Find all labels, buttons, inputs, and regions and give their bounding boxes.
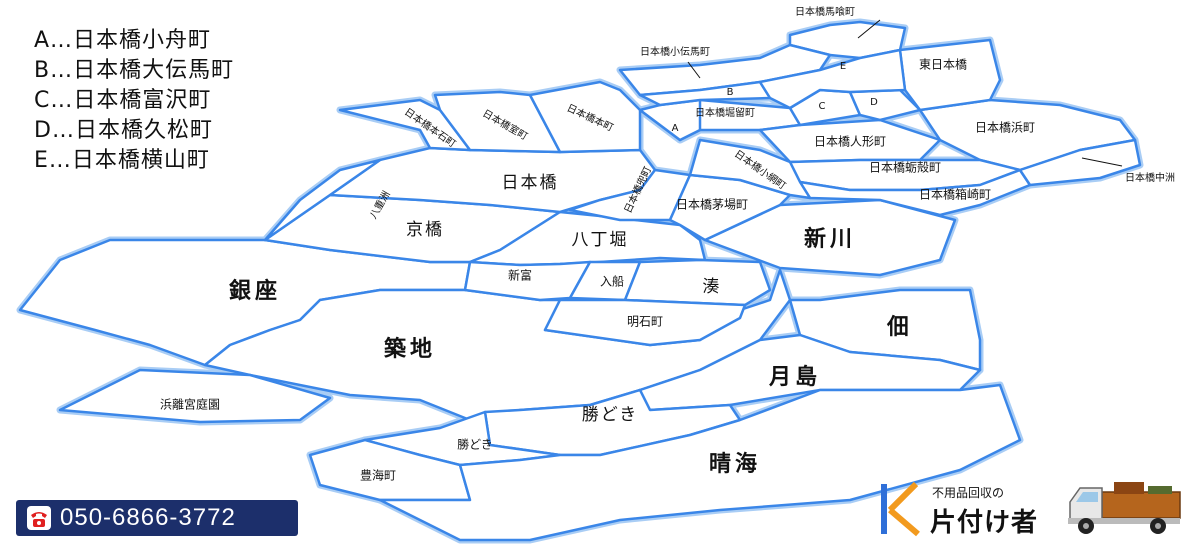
district-E[interactable] — [758, 48, 907, 110]
district-minato[interactable] — [623, 258, 772, 307]
district-label-nihonbashi_ningyocho: 日本橋人形町 — [814, 135, 886, 149]
district-yaesu[interactable] — [263, 158, 382, 242]
district-label-nihonbashi_kayabacho: 日本橋茅場町 — [676, 198, 748, 212]
district-label-ginza: 銀座 — [229, 278, 281, 304]
phone-banner[interactable]: 050-6866-3772 — [16, 500, 298, 536]
brand-logo: 不用品回収の 片付け者 — [878, 480, 1058, 540]
legend: A…日本橋小舟町 B…日本橋大伝馬町 C…日本橋富沢町 D…日本橋久松町 E…日… — [34, 26, 234, 176]
district-label-nihonbashi: 日本橋 — [502, 173, 559, 193]
district-label-D: D — [870, 97, 878, 108]
phone-number: 050-6866-3772 — [60, 504, 236, 531]
district-nihonbashi_nakasu[interactable] — [1018, 138, 1142, 187]
district-A[interactable] — [638, 98, 702, 142]
district-hamarikyu[interactable] — [58, 368, 332, 424]
district-label-tsukiji: 築地 — [383, 336, 436, 362]
district-label-hatchobori: 八丁堀 — [572, 230, 629, 250]
district-label-tsukishima: 月島 — [768, 364, 821, 390]
district-label-harumi: 晴海 — [709, 451, 761, 477]
district-label-nihonbashi_nakasu: 日本橋中洲 — [1125, 171, 1175, 184]
k-logo-icon — [881, 481, 920, 537]
brand-tagline: 不用品回収の — [932, 486, 1005, 500]
district-label-higashi_nihonbashi: 東日本橋 — [919, 58, 967, 72]
district-label-nihonbashi_bakurocho: 日本橋馬喰町 — [795, 5, 855, 18]
district-label-nihonbashi_kodenmacho: 日本橋小伝馬町 — [640, 45, 710, 58]
district-label-irifune: 入船 — [600, 275, 624, 289]
district-label-kachidoki2: 勝どき — [457, 437, 493, 452]
district-akashicho[interactable] — [543, 298, 747, 347]
district-label-shinkawa: 新川 — [804, 226, 856, 252]
truck-icon — [1068, 482, 1181, 534]
district-label-nihonbashi_hamacho: 日本橋浜町 — [975, 121, 1035, 135]
legend-item-a: A…日本橋小舟町 — [34, 28, 212, 53]
leader-line-bakurocho — [857, 19, 881, 39]
district-label-nihonbashi_kakigaracho: 日本橋蛎殻町 — [869, 160, 941, 175]
district-label-shintomi: 新富 — [508, 268, 532, 283]
district-higashi_nihonbashi[interactable] — [898, 38, 1002, 112]
district-label-kachidoki: 勝どき — [582, 405, 639, 425]
legend-item-b: B…日本橋大伝馬町 — [34, 58, 235, 83]
district-label-B: B — [727, 87, 734, 98]
legend-item-e: E…日本橋横山町 — [34, 148, 210, 173]
district-label-nihonbashi_horidome: 日本橋堀留町 — [695, 106, 755, 119]
district-label-hamarikyu: 浜離宮庭園 — [160, 397, 220, 412]
district-nihonbashi_koamicho[interactable] — [688, 138, 812, 200]
district-label-minato: 湊 — [703, 277, 722, 297]
district-label-kyobashi: 京橋 — [406, 220, 444, 240]
legend-item-d: D…日本橋久松町 — [34, 118, 213, 143]
district-label-C: C — [819, 101, 826, 112]
district-nihonbashi_kabutocho[interactable] — [568, 168, 692, 222]
district-shinkawa[interactable] — [703, 198, 957, 277]
leader-line-nakasu — [1081, 157, 1123, 167]
leader-line-kodenmacho — [687, 61, 701, 79]
brand-name: 片付け者 — [930, 508, 1039, 538]
district-label-akashicho: 明石町 — [627, 315, 663, 329]
legend-item-c: C…日本橋富沢町 — [34, 88, 212, 113]
district-harumi[interactable] — [378, 383, 1022, 542]
district-label-A: A — [672, 123, 679, 134]
district-label-nihonbashi_hakozakicho: 日本橋箱崎町 — [919, 187, 991, 202]
district-label-tsukuda: 佃 — [886, 315, 913, 340]
district-label-E: E — [840, 61, 846, 72]
district-shintomi[interactable] — [463, 260, 592, 302]
telephone-icon — [24, 503, 54, 533]
district-label-toyomicho: 豊海町 — [360, 468, 396, 483]
